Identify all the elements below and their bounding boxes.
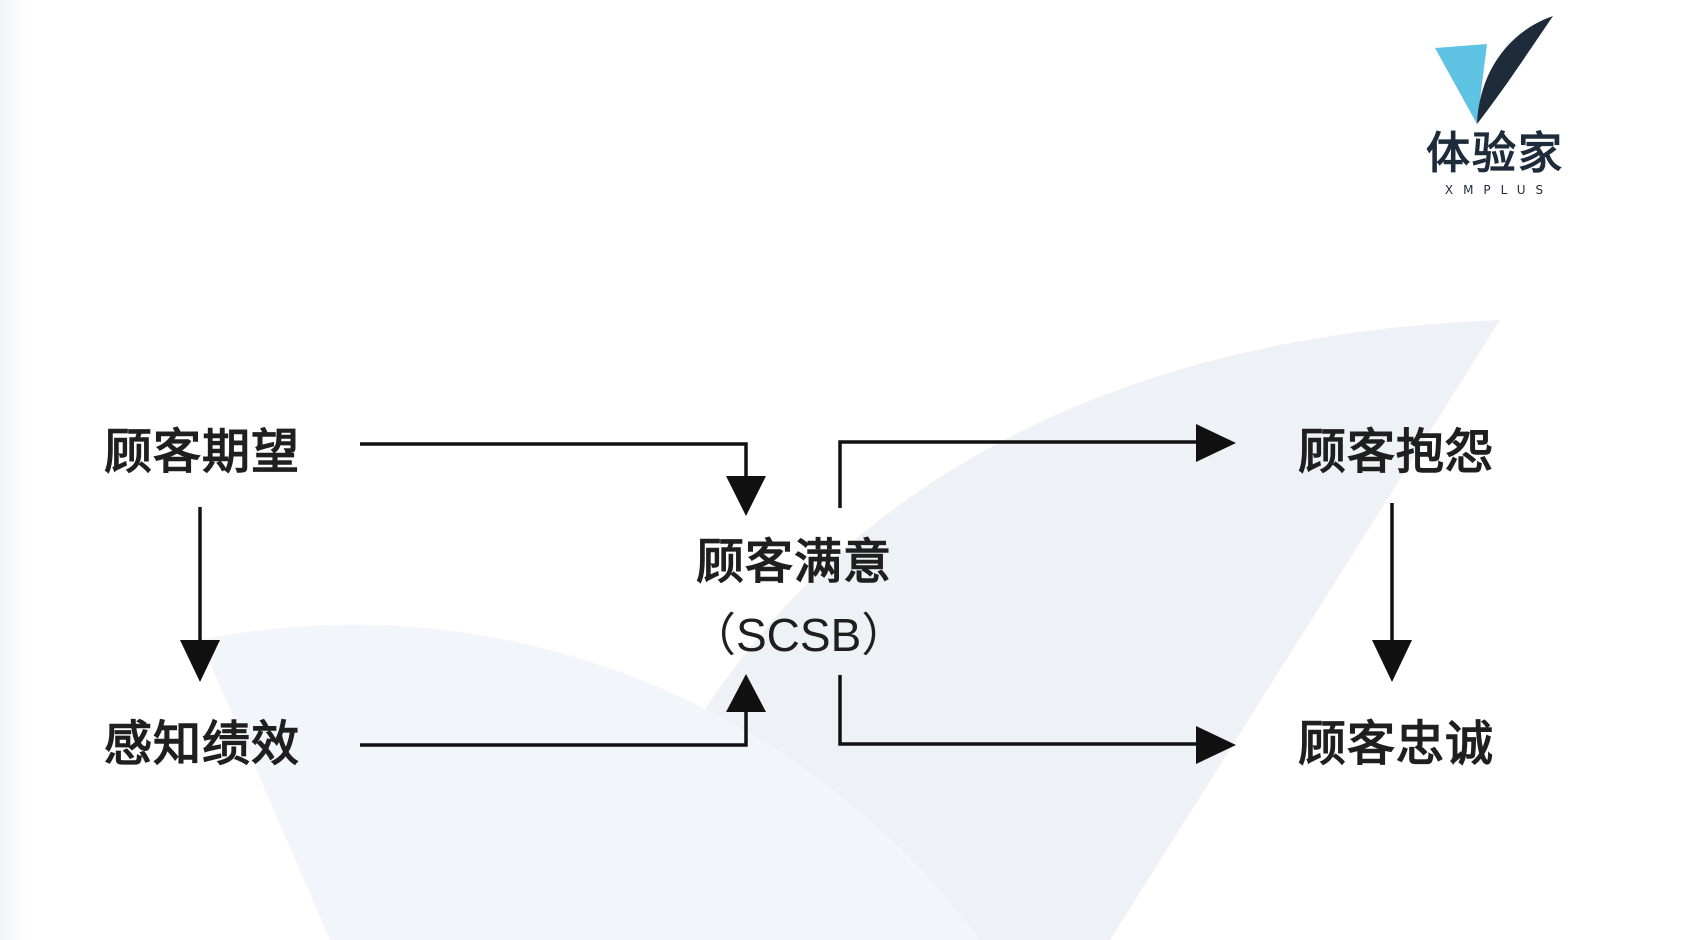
edge-satisfaction-to-complaint (838, 440, 1200, 508)
node-customer-satisfaction: 顾客满意 (696, 534, 893, 590)
node-perceived-performance: 感知绩效 (104, 716, 301, 772)
arrowhead-down-perceived (180, 640, 220, 682)
logo-name-en: XMPLUS (1444, 183, 1554, 197)
logo-mark-dark (1477, 16, 1553, 124)
arrowhead-down-satisfaction (726, 476, 766, 516)
arrowhead-right-complaint (1196, 424, 1236, 462)
logo-mark-light (1435, 44, 1487, 124)
arrowhead-down-loyalty (1372, 640, 1412, 682)
brand-logo: 体验家 XMPLUS (1420, 14, 1570, 204)
logo-mark-icon (1435, 16, 1553, 124)
node-satisfaction-subtitle: （SCSB） (690, 609, 908, 661)
arrowhead-right-loyalty (1196, 726, 1236, 764)
node-customer-loyalty: 顾客忠诚 (1298, 716, 1495, 772)
node-customer-complaint: 顾客抱怨 (1298, 424, 1495, 480)
left-edge-shade (0, 0, 28, 940)
node-customer-expectation: 顾客期望 (104, 424, 301, 480)
edge-perceived-to-satisfaction (360, 710, 748, 747)
edge-satisfaction-to-loyalty (838, 675, 1200, 746)
edge-expectation-to-satisfaction (360, 442, 748, 478)
bg-swoosh-left (200, 624, 980, 940)
arrowhead-up-satisfaction (726, 674, 766, 712)
logo-name-cn: 体验家 (1426, 128, 1564, 179)
